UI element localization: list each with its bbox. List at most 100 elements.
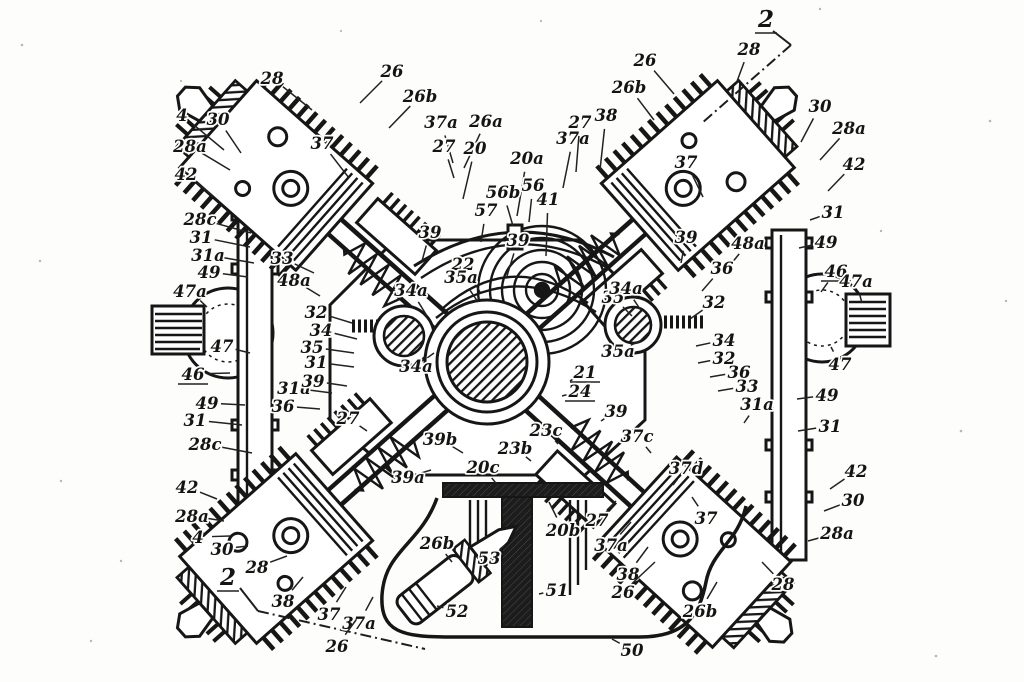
leader-line-26b (706, 581, 718, 600)
leader-line-49 (796, 396, 814, 400)
leader-line-30 (800, 118, 815, 143)
leader-line-48a (305, 286, 321, 297)
leader-line-39 (600, 418, 605, 422)
ref-label-31: 31 (822, 203, 845, 222)
ref-label-4: 4 (176, 106, 187, 125)
ref-label-39: 39 (302, 372, 325, 391)
ref-label-23c: 23c (528, 421, 562, 440)
ref-label-34: 34 (310, 321, 333, 340)
ref-label-46: 46 (825, 262, 848, 281)
ref-label-35a: 35a (444, 268, 478, 287)
leader-line-28c (213, 221, 252, 234)
frame-outline (380, 497, 748, 639)
leader-line-42 (196, 182, 214, 197)
leader-line-34 (334, 332, 358, 340)
leader-line-37 (691, 496, 699, 507)
ref-label-32: 32 (703, 293, 726, 312)
leader-line-28a (205, 517, 225, 522)
leader-line-56 (528, 198, 533, 223)
leader-line-51 (538, 592, 544, 595)
leader-line-36 (296, 406, 321, 410)
ref-label-47: 47 (211, 337, 234, 356)
leader-line-42 (827, 173, 845, 192)
leader-line-38 (599, 128, 606, 171)
ref-label-41: 41 (537, 190, 560, 209)
ref-label-53: 53 (478, 549, 501, 568)
ref-label-28c: 28c (187, 435, 221, 454)
leader-line-34a (633, 299, 641, 310)
crankpin-journal-right (603, 295, 663, 355)
ref-label-28: 28 (771, 575, 795, 594)
leader-line-37a (444, 135, 454, 164)
leader-line-35 (622, 306, 633, 317)
ref-label-39: 39 (419, 223, 442, 242)
leader-line-35a (468, 288, 479, 303)
leader-line-31a (743, 415, 750, 424)
ref-label-33: 33 (736, 377, 759, 396)
leader-line-28 (761, 561, 774, 575)
ref-label-32: 32 (305, 303, 328, 322)
ref-label-56: 56 (522, 176, 545, 195)
ref-label-30: 30 (842, 491, 865, 510)
leader-line-39b (451, 445, 464, 454)
leader-line-28 (269, 555, 288, 563)
leader-line-30 (235, 545, 249, 549)
leader-line-53 (499, 544, 506, 550)
ref-label-38: 38 (617, 565, 640, 584)
leader-line-37c (645, 446, 652, 454)
ref-label-26: 26 (380, 62, 404, 81)
leader-line-31 (329, 363, 355, 368)
ref-label-27: 27 (568, 113, 592, 132)
leader-line-48a (730, 253, 740, 265)
ref-label-28a: 28a (174, 507, 209, 526)
ref-label-50: 50 (621, 641, 644, 660)
leader-line-31 (797, 427, 817, 432)
leader-line-27 (447, 159, 455, 179)
ref-label-49: 49 (816, 386, 839, 405)
ref-label-37d: 37d (669, 459, 704, 478)
ref-label-26b: 26b (402, 87, 438, 106)
leader-line-37a (562, 151, 571, 189)
leader-line-34a (417, 301, 428, 317)
leader-line-49 (798, 244, 813, 249)
leader-line-27 (606, 500, 617, 511)
ref-label-42: 42 (845, 462, 868, 481)
ref-label-56b: 56b (486, 183, 521, 202)
leader-line-37a (619, 521, 632, 535)
ref-label-39: 39 (675, 228, 698, 247)
leader-line-37a (364, 596, 374, 612)
leader-line-39 (326, 382, 348, 387)
leader-line-38 (635, 546, 649, 564)
leader-line-22 (469, 275, 481, 293)
ref-label-31: 31 (819, 417, 842, 436)
leader-line-4 (192, 123, 225, 151)
ref-label-37a: 37a (342, 614, 376, 633)
ref-label-31a: 31a (277, 379, 311, 398)
leader-line-21 (569, 378, 574, 382)
leader-line-28a (201, 152, 231, 171)
ref-label-42: 42 (843, 155, 866, 174)
leader-line-41 (545, 212, 549, 257)
leader-line-20b (548, 501, 558, 518)
leader-line-27 (359, 425, 368, 432)
ref-label-37: 37 (311, 134, 334, 153)
ref-label-36: 36 (272, 397, 295, 416)
leader-line-47 (235, 348, 251, 354)
leader-line-26 (632, 561, 656, 583)
ref-label-28: 28 (737, 40, 761, 59)
ref-label-47a: 47a (173, 282, 207, 301)
leader-line-23b (525, 456, 532, 462)
leader-line-57 (480, 223, 485, 243)
leader-line-37 (329, 153, 350, 179)
leader-line-31 (208, 420, 243, 426)
spark-plug-assembly (395, 524, 519, 626)
ref-label-42: 42 (176, 478, 199, 497)
ref-label-2: 2 (219, 564, 236, 591)
leader-line-39a (421, 469, 432, 474)
leader-line-35a (630, 340, 641, 346)
leader-line-28 (282, 86, 313, 111)
ref-label-39: 39 (605, 402, 628, 421)
ref-label-39b: 39b (423, 430, 458, 449)
